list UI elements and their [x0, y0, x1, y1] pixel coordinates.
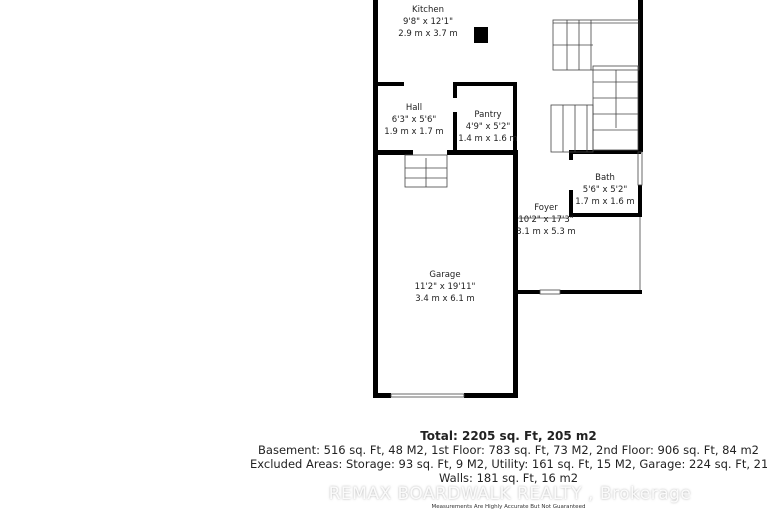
wall-foyer-bottom-b — [560, 290, 642, 294]
garage-door — [390, 393, 465, 398]
room-imperial: 10'2" x 17'3" — [518, 215, 574, 225]
disclaimer: Measurements Are Highly Accurate But Not… — [431, 504, 586, 510]
room-imperial: 11'2" x 19'11" — [414, 282, 476, 292]
wall-bath-top — [569, 150, 641, 154]
wall-bath-left-a — [569, 150, 573, 160]
wall-right-upper — [638, 0, 643, 152]
room-name: Foyer — [534, 203, 558, 213]
excluded-areas: Excluded Areas: Storage: 93 sq. Ft, 9 M2… — [250, 457, 767, 471]
stairs-hall — [404, 154, 448, 188]
stairs-middle — [592, 65, 639, 151]
room-metric: 3.1 m x 5.3 m — [516, 227, 576, 237]
wall-garage-right — [513, 150, 518, 398]
wall-hall-pantry-b — [453, 112, 457, 152]
room-name: Kitchen — [412, 5, 444, 15]
room-hall: Hall 6'3" x 5'6" 1.9 m x 1.7 m — [384, 102, 443, 138]
room-name: Bath — [595, 173, 615, 183]
room-bath: Bath 5'6" x 5'2" 1.7 m x 1.6 m — [575, 172, 634, 208]
floor-areas: Basement: 516 sq. Ft, 48 M2, 1st Floor: … — [258, 443, 759, 457]
bath-window — [637, 151, 643, 186]
wall-garage-top-a — [378, 150, 413, 155]
wall-garage-bottom-a — [373, 393, 391, 398]
room-name: Garage — [429, 270, 461, 280]
walls — [373, 0, 643, 398]
room-metric: 1.4 m x 1.6 m — [458, 134, 518, 144]
walls-area: Walls: 181 sq. Ft, 16 m2 — [438, 471, 579, 485]
wall-bath-left-b — [569, 190, 573, 217]
room-name: Hall — [405, 103, 423, 113]
wall-hall-pantry-a — [453, 82, 457, 98]
wall-bath-bottom — [569, 213, 641, 217]
watermark: REMAX BOARDWALK REALTY , Brokerage — [328, 484, 692, 504]
wall-foyer-bottom-a — [518, 290, 540, 294]
wall-pantry-right — [513, 82, 517, 154]
kitchen-fixture — [474, 27, 488, 43]
wall-pantry-top — [453, 82, 517, 86]
room-imperial: 5'6" x 5'2" — [582, 185, 628, 195]
wall-garage-top-b — [447, 150, 517, 155]
room-metric: 3.4 m x 6.1 m — [415, 294, 475, 304]
wall-left — [373, 0, 378, 398]
thin-lines — [390, 19, 643, 398]
stairs-upper — [552, 19, 640, 71]
wall-garage-bottom-b — [464, 393, 518, 398]
room-garage: Garage 11'2" x 19'11" 3.4 m x 6.1 m — [415, 269, 476, 305]
room-metric: 2.9 m x 3.7 m — [398, 29, 458, 39]
stairs-lower — [550, 104, 594, 153]
wall-hall-top — [378, 82, 404, 86]
room-imperial: 4'9" x 5'2" — [465, 122, 511, 132]
room-imperial: 9'8" x 12'1" — [403, 17, 453, 27]
room-pantry: Pantry 4'9" x 5'2" 1.4 m x 1.6 m — [458, 109, 517, 145]
room-foyer: Foyer 10'2" x 17'3" 3.1 m x 5.3 m — [516, 202, 575, 238]
room-name: Pantry — [474, 110, 502, 120]
foyer-window — [539, 289, 561, 295]
room-imperial: 6'3" x 5'6" — [391, 115, 437, 125]
room-metric: 1.7 m x 1.6 m — [575, 197, 635, 207]
wall-bath-right — [638, 185, 642, 217]
room-metric: 1.9 m x 1.7 m — [384, 127, 444, 137]
total-area: Total: 2205 sq. Ft, 205 m2 — [420, 429, 597, 443]
room-kitchen: Kitchen 9'8" x 12'1" 2.9 m x 3.7 m — [398, 4, 457, 40]
